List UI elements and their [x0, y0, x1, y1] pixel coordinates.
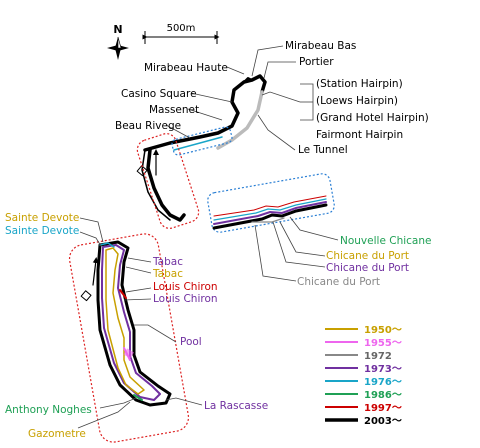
label-gazometre: Gazometre — [28, 428, 86, 440]
legend: 1950～ 1955～ 1972 1973～ 1976～ 1986～ 1997～ — [325, 325, 402, 427]
red-box-upper — [136, 133, 200, 229]
scale-label: 500m — [167, 23, 196, 34]
compass-icon: N — [107, 23, 129, 60]
label-chicane-du-port-3: Chicane du Port — [297, 276, 380, 288]
label-le-tunnel: Le Tunnel — [298, 144, 348, 156]
legend-item: 1986～ — [325, 390, 402, 401]
label-massenet: Massenet — [149, 104, 199, 116]
legend-label-1972: 1972 — [364, 351, 392, 362]
label-tabac-1: Tabac — [152, 256, 183, 268]
labels-lower: Sainte Devote Sainte Devote Tabac Tabac … — [5, 212, 268, 440]
legend-item: 1955～ — [325, 338, 402, 349]
legend-label-1955: 1955～ — [364, 338, 402, 349]
blue-box-chicane — [207, 173, 335, 233]
chicane-tracks — [212, 195, 328, 230]
legend-label-1973: 1973～ — [364, 364, 402, 375]
labels-chicane: Nouvelle Chicane Chicane du Port Chicane… — [297, 235, 431, 288]
legend-item: 1972 — [325, 351, 392, 362]
legend-label-1976: 1976～ — [364, 377, 402, 388]
label-louis-chiron-1: Louis Chiron — [153, 281, 218, 293]
label-beau-rivege: Beau Rivege — [115, 120, 181, 132]
label-grand-hotel-hairpin: (Grand Hotel Hairpin) — [316, 112, 429, 124]
label-chicane-du-port-1: Chicane du Port — [326, 250, 409, 262]
legend-item: 1976～ — [325, 377, 402, 388]
label-casino-square: Casino Square — [121, 88, 197, 100]
leader-lines-lower — [77, 217, 203, 429]
label-portier: Portier — [299, 56, 334, 68]
labels-top: Mirabeau Bas Portier Mirabeau Haute (Sta… — [115, 40, 429, 156]
label-mirabeau-haute: Mirabeau Haute — [144, 62, 228, 74]
legend-label-2003: 2003～ — [364, 416, 402, 427]
legend-item: 1950～ — [325, 325, 402, 336]
label-loews-hairpin: (Loews Hairpin) — [316, 95, 398, 107]
label-anthony-noghes: Anthony Noghes — [5, 404, 92, 416]
leader-lines-top — [165, 45, 314, 151]
legend-item: 1973～ — [325, 364, 402, 375]
label-nouvelle-chicane: Nouvelle Chicane — [340, 235, 431, 247]
label-sainte-devote-1: Sainte Devote — [5, 212, 79, 224]
label-louis-chiron-2: Louis Chiron — [153, 293, 218, 305]
legend-item: 2003～ — [325, 416, 402, 427]
scale-bar: 500m — [142, 23, 220, 44]
label-tabac-2: Tabac — [152, 268, 183, 280]
label-fairmont-hairpin: Fairmont Hairpin — [316, 129, 403, 141]
label-pool: Pool — [180, 336, 202, 348]
track-lower-section — [80, 240, 172, 407]
red-box-lower — [68, 233, 190, 443]
legend-label-1986: 1986～ — [364, 390, 402, 401]
blue-box-upper — [171, 126, 233, 156]
label-la-rascasse: La Rascasse — [204, 400, 268, 412]
north-label: N — [113, 23, 122, 36]
legend-label-1997: 1997～ — [364, 403, 402, 414]
legend-label-1950: 1950～ — [364, 325, 402, 336]
label-station-hairpin: (Station Hairpin) — [316, 78, 403, 90]
label-chicane-du-port-2: Chicane du Port — [326, 262, 409, 274]
legend-item: 1997～ — [325, 403, 402, 414]
label-sainte-devote-2: Sainte Devote — [5, 225, 79, 237]
label-mirabeau-bas: Mirabeau Bas — [285, 40, 356, 52]
leader-lines-chicane — [254, 216, 339, 282]
